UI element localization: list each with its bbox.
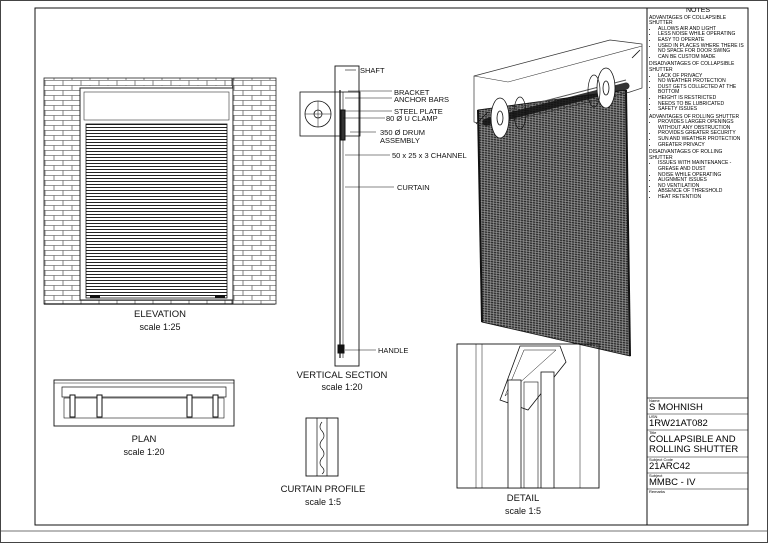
name-label: Name xyxy=(649,398,660,403)
title-line-1: COLLAPSIBLE AND xyxy=(649,434,736,445)
detail-title: DETAIL xyxy=(507,493,540,504)
vertical-section-title: VERTICAL SECTION xyxy=(297,370,388,381)
title-block-subject: Subject MMBC - IV xyxy=(648,474,748,488)
list-item: ABSENCE OF THRESHOLD xyxy=(658,189,747,195)
label-drum-assembly: ASSEMBLY xyxy=(380,136,420,145)
notes-heading: ADVANTAGES OF COLLAPSIBLE SHUTTER xyxy=(649,14,727,27)
section-leader-lines xyxy=(343,69,394,351)
title-block-code: Subject Code 21ARC42 xyxy=(648,458,748,472)
list-item: SUN AND WEATHER PROTECTION xyxy=(658,136,747,143)
list-item: LACK OF PRIVACY xyxy=(658,73,747,80)
title-block-name: Name S MOHNISH xyxy=(648,399,748,413)
notes-heading: DISADVANTAGES OF COLLAPSIBLE SHUTTER xyxy=(649,61,735,73)
list-item: CAN BE CUSTOM MADE xyxy=(658,54,747,61)
subject-code-label: Subject Code xyxy=(649,457,674,462)
elevation-drawing xyxy=(43,77,277,305)
list-item: PROVIDES LARGER OPENINGS WITHOUT ANY OBS… xyxy=(658,119,747,131)
label-anchor-bars: ANCHOR BARS xyxy=(394,95,449,104)
list-item: SAFETY ISSUES xyxy=(658,106,747,113)
label-curtain: CURTAIN xyxy=(397,183,430,192)
list-item: EASY TO OPERATE xyxy=(658,37,747,44)
title-line-2: ROLLING SHUTTER xyxy=(649,444,739,455)
list-item: ALLOWS AIR AND LIGHT xyxy=(658,26,747,33)
elevation-scale: scale 1:25 xyxy=(139,322,180,332)
subject-code: 21ARC42 xyxy=(649,461,691,472)
title-block-usn: USN 1RW21AT082 xyxy=(648,415,748,429)
subject-label: Subject xyxy=(649,473,663,478)
title-label: Title xyxy=(649,430,657,435)
list-item: ISSUES WITH MAINTENANCE - GREASE AND DUS… xyxy=(658,161,747,172)
plan-title: PLAN xyxy=(132,434,157,445)
notes-title: NOTES xyxy=(685,8,711,14)
notes-section-1: ADVANTAGES OF COLLAPSIBLE SHUTTER ALLOWS… xyxy=(649,14,747,61)
curtain-profile-title: CURTAIN PROFILE xyxy=(281,484,366,495)
list-item: NOISE WHILE OPERATING xyxy=(658,172,747,179)
list-item: ALIGNMENT ISSUES xyxy=(658,178,747,184)
title-block-title: Title COLLAPSIBLE AND ROLLING SHUTTER xyxy=(648,431,748,455)
title-block-remarks: Remarks xyxy=(648,490,748,494)
label-channel: 50 x 25 x 3 CHANNEL xyxy=(392,151,467,160)
curtain-profile-scale: scale 1:5 xyxy=(305,497,341,507)
list-item: PROVIDES GREATER SECURITY xyxy=(658,131,747,137)
label-bracket: BRACKET xyxy=(394,88,430,97)
notes-heading: DISADVANTAGES OF ROLLING SHUTTER xyxy=(649,149,723,161)
detail-drawing xyxy=(456,343,600,489)
label-u-clamp: 80 Ø U CLAMP xyxy=(386,114,438,123)
notes-section-4: DISADVANTAGES OF ROLLING SHUTTER ISSUES … xyxy=(649,149,747,201)
vertical-section-scale: scale 1:20 xyxy=(321,382,362,392)
drawing-frame xyxy=(34,7,749,526)
subject-value: MMBC - IV xyxy=(649,477,696,488)
label-shaft: SHAFT xyxy=(360,66,385,75)
notes-section-2: DISADVANTAGES OF COLLAPSIBLE SHUTTER LAC… xyxy=(649,61,747,113)
list-item: NO VENTILATION xyxy=(658,183,747,190)
remarks-label: Remarks xyxy=(649,489,666,494)
list-item: USED IN PLACES WHERE THERE IS NO SPACE F… xyxy=(658,43,747,55)
list-item: LESS NOISE WHILE OPERATING xyxy=(658,32,747,38)
list-item: HEIGHT IS RESTRICTED xyxy=(658,95,747,102)
list-item: DUST GETS COLLECTED AT THE BOTTOM xyxy=(658,84,747,96)
usn-value: 1RW21AT082 xyxy=(649,418,708,429)
label-steel-plate: STEEL PLATE xyxy=(394,107,443,116)
notes-panel: NOTES ADVANTAGES OF COLLAPSIBLE SHUTTER … xyxy=(649,8,747,398)
list-item: NEEDS TO BE LUBRICATED xyxy=(658,101,747,108)
notes-section-3: ADVANTAGES OF ROLLING SHUTTER PROVIDES L… xyxy=(649,113,747,149)
curtain-profile-drawing xyxy=(305,417,339,477)
label-drum: 350 Ø DRUM xyxy=(380,128,425,137)
vertical-section-drawing xyxy=(299,65,361,367)
detail-scale: scale 1:5 xyxy=(505,506,541,516)
label-handle: HANDLE xyxy=(378,346,408,355)
list-item: NO WEATHER PROTECTION xyxy=(658,79,747,85)
elevation-title: ELEVATION xyxy=(134,309,186,320)
plan-drawing xyxy=(53,379,235,427)
plan-scale: scale 1:20 xyxy=(123,447,164,457)
notes-heading: ADVANTAGES OF ROLLING SHUTTER xyxy=(649,113,740,120)
usn-label: USN xyxy=(649,414,658,419)
list-item: HEAT RETENTION xyxy=(658,194,747,201)
title-block-grid xyxy=(647,413,748,490)
isometric-rolling-shutter xyxy=(473,39,643,357)
list-item: GREATER PRIVACY xyxy=(658,142,747,149)
student-name: S MOHNISH xyxy=(649,402,703,413)
